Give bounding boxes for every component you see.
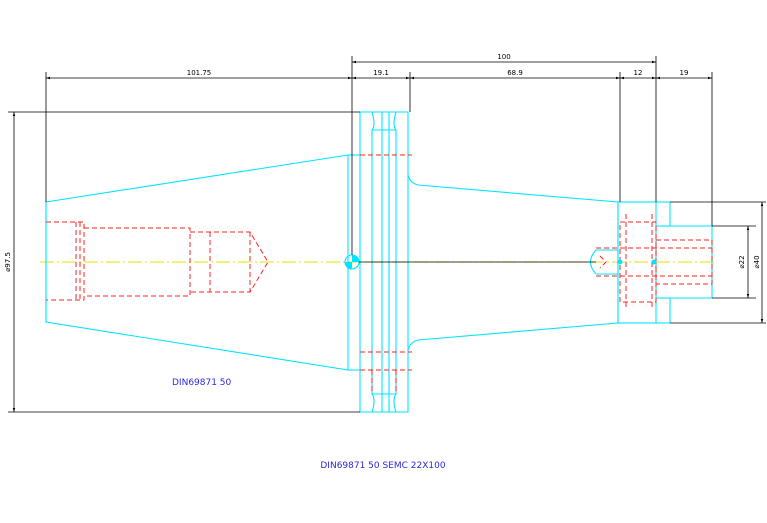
dim-dia-22-label: ⌀22 [738, 255, 746, 268]
hidden-taper-bore [46, 221, 269, 301]
dim-19: 19 [656, 69, 712, 80]
dim-100: 100 [352, 53, 656, 64]
dim-dia-40-label: ⌀40 [753, 255, 761, 268]
dim-68-9-label: 68.9 [507, 69, 523, 77]
dim-101-75: 101.75 [46, 69, 352, 80]
center-mark-gauge [344, 254, 360, 270]
part-title: DIN69871 50 SEMC 22X100 [320, 461, 446, 471]
dim-68-9: 68.9 [410, 69, 620, 80]
dim-19-1-label: 19.1 [373, 69, 389, 77]
dim-dia-97-5: ⌀97.5 [4, 111, 360, 413]
dim-101-75-label: 101.75 [187, 69, 212, 77]
dim-dia-40: ⌀40 [670, 201, 766, 324]
dim-12-label: 12 [634, 69, 643, 77]
dim-19-1: 19.1 [352, 69, 410, 80]
dim-100-label: 100 [497, 53, 510, 61]
dim-dia-22: ⌀22 [712, 225, 756, 299]
center-mark-head [651, 259, 657, 265]
taper-standard-label: DIN69871 50 [172, 378, 232, 388]
center-mark-nose [617, 259, 623, 265]
extension-lines [45, 56, 713, 255]
dim-12: 12 [620, 69, 656, 80]
dim-19-label: 19 [680, 69, 689, 77]
hidden-flange-lines [360, 154, 412, 394]
dim-dia-97-5-label: ⌀97.5 [4, 252, 12, 272]
